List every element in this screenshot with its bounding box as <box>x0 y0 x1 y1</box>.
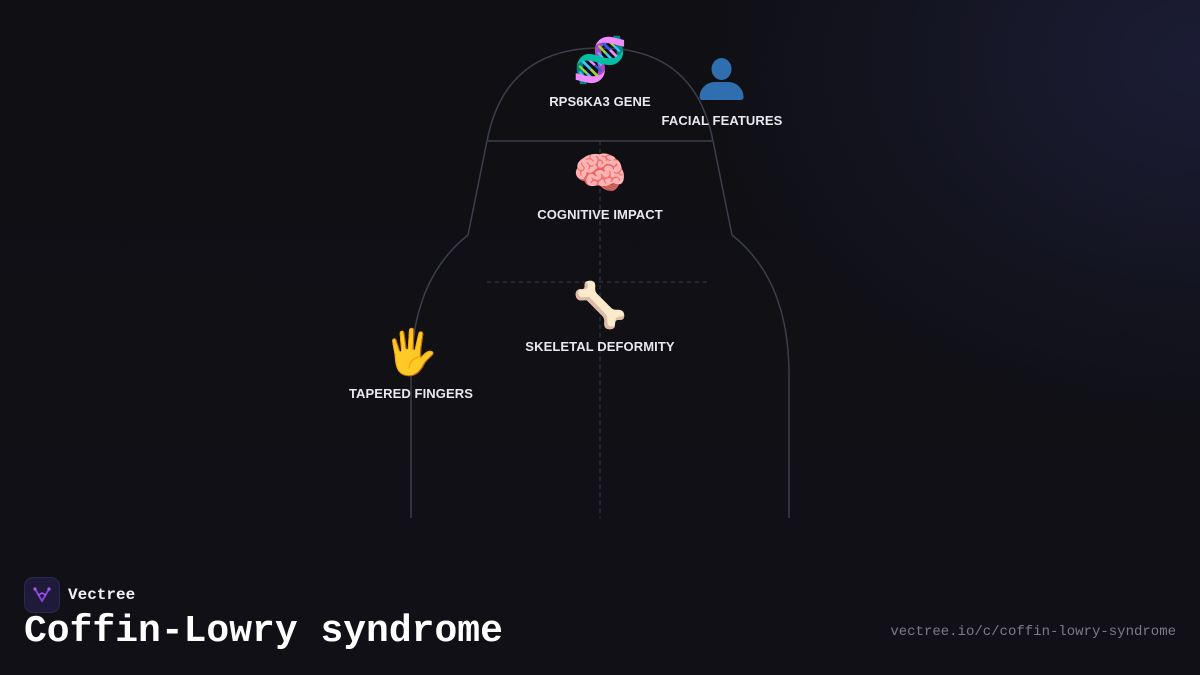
silhouette-path <box>410 47 790 518</box>
person-silhouette-icon <box>697 55 747 105</box>
node-cognitive-impact: 🧠 COGNITIVE IMPACT <box>537 148 663 223</box>
brand[interactable]: Vectree <box>24 577 135 613</box>
node-rps6ka3-gene: 🧬 RPS6KA3 GENE <box>549 35 651 110</box>
dna-icon: 🧬 <box>572 35 628 86</box>
node-label: COGNITIVE IMPACT <box>537 207 663 222</box>
brain-icon: 🧠 <box>572 148 628 199</box>
brand-name: Vectree <box>68 586 136 604</box>
raised-hand-icon: 🖐 <box>383 327 439 378</box>
node-tapered-fingers: 🖐 TAPERED FINGERS <box>348 327 474 402</box>
bone-icon: 🦴 <box>572 280 628 331</box>
node-label: FACIAL FEATURES <box>661 113 783 128</box>
node-label: RPS6KA3 GENE <box>549 94 651 109</box>
vectree-logo-icon <box>24 577 60 613</box>
node-label: TAPERED FINGERS <box>348 386 474 401</box>
page-title: Coffin-Lowry syndrome <box>24 610 503 653</box>
node-facial-features: FACIAL FEATURES <box>662 55 783 128</box>
node-skeletal-deformity: 🦴 SKELETAL DEFORMITY <box>525 280 675 355</box>
page-url[interactable]: vectree.io/c/coffin-lowry-syndrome <box>890 624 1176 640</box>
node-label: SKELETAL DEFORMITY <box>525 339 675 354</box>
